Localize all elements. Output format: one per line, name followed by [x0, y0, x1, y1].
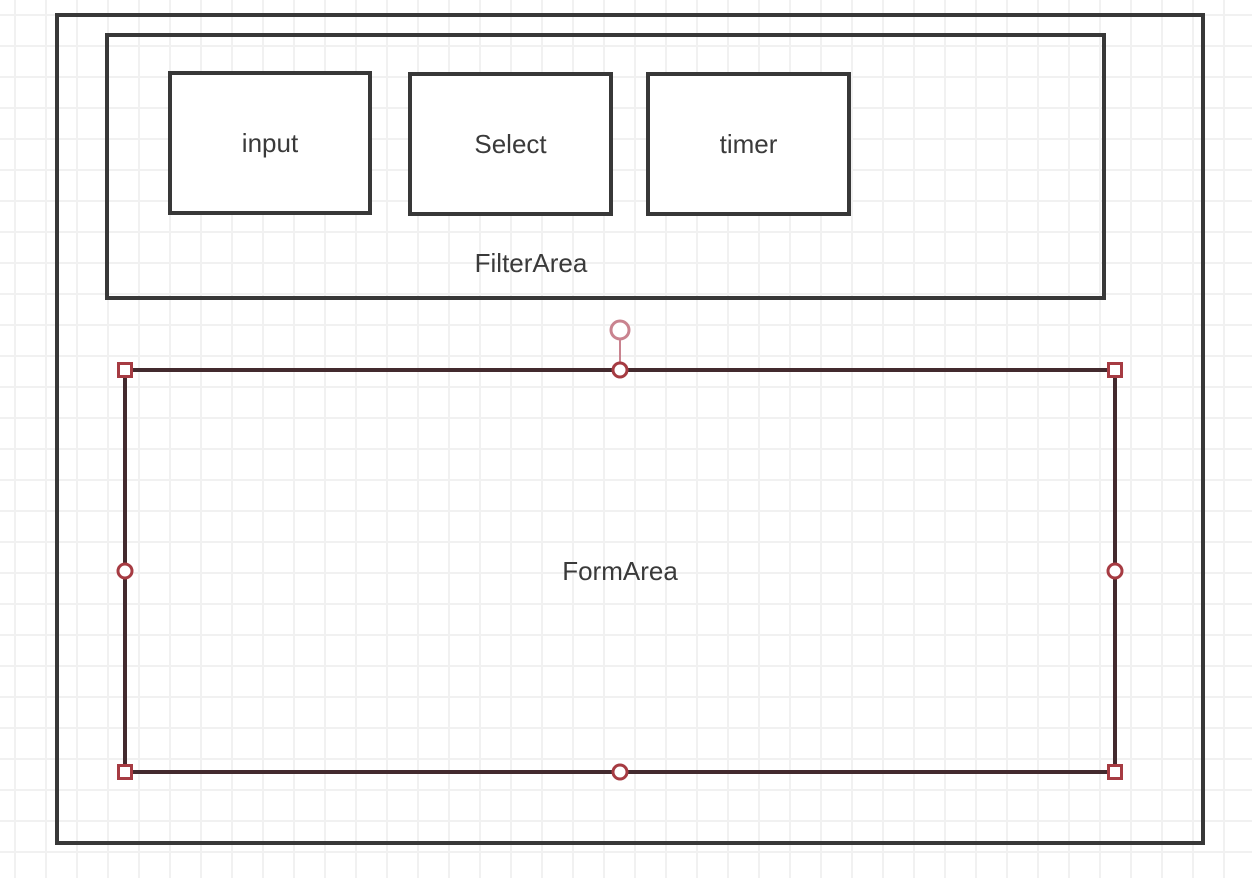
rotate-handle-stem — [619, 339, 621, 363]
resize-handle-e[interactable] — [1106, 562, 1124, 580]
resize-handle-nw[interactable] — [117, 362, 133, 378]
input-box-shape[interactable]: input — [168, 71, 372, 215]
timer-box-label: timer — [719, 128, 778, 159]
resize-handle-s[interactable] — [611, 763, 629, 781]
resize-handle-sw[interactable] — [117, 764, 133, 780]
resize-handle-se[interactable] — [1107, 764, 1123, 780]
resize-handle-n[interactable] — [611, 361, 629, 379]
resize-handle-w[interactable] — [116, 562, 134, 580]
filter-area-container[interactable] — [105, 33, 1106, 300]
outer-container-shape[interactable] — [55, 13, 1205, 845]
rotate-handle[interactable] — [609, 319, 631, 341]
filter-area-label: FilterArea — [474, 247, 588, 278]
resize-handle-ne[interactable] — [1107, 362, 1123, 378]
select-box-shape[interactable]: Select — [408, 72, 613, 216]
form-area-shape[interactable]: FormArea — [123, 368, 1117, 774]
form-area-label: FormArea — [562, 555, 678, 586]
select-box-label: Select — [474, 128, 547, 159]
input-box-label: input — [241, 127, 299, 158]
timer-box-shape[interactable]: timer — [646, 72, 851, 216]
